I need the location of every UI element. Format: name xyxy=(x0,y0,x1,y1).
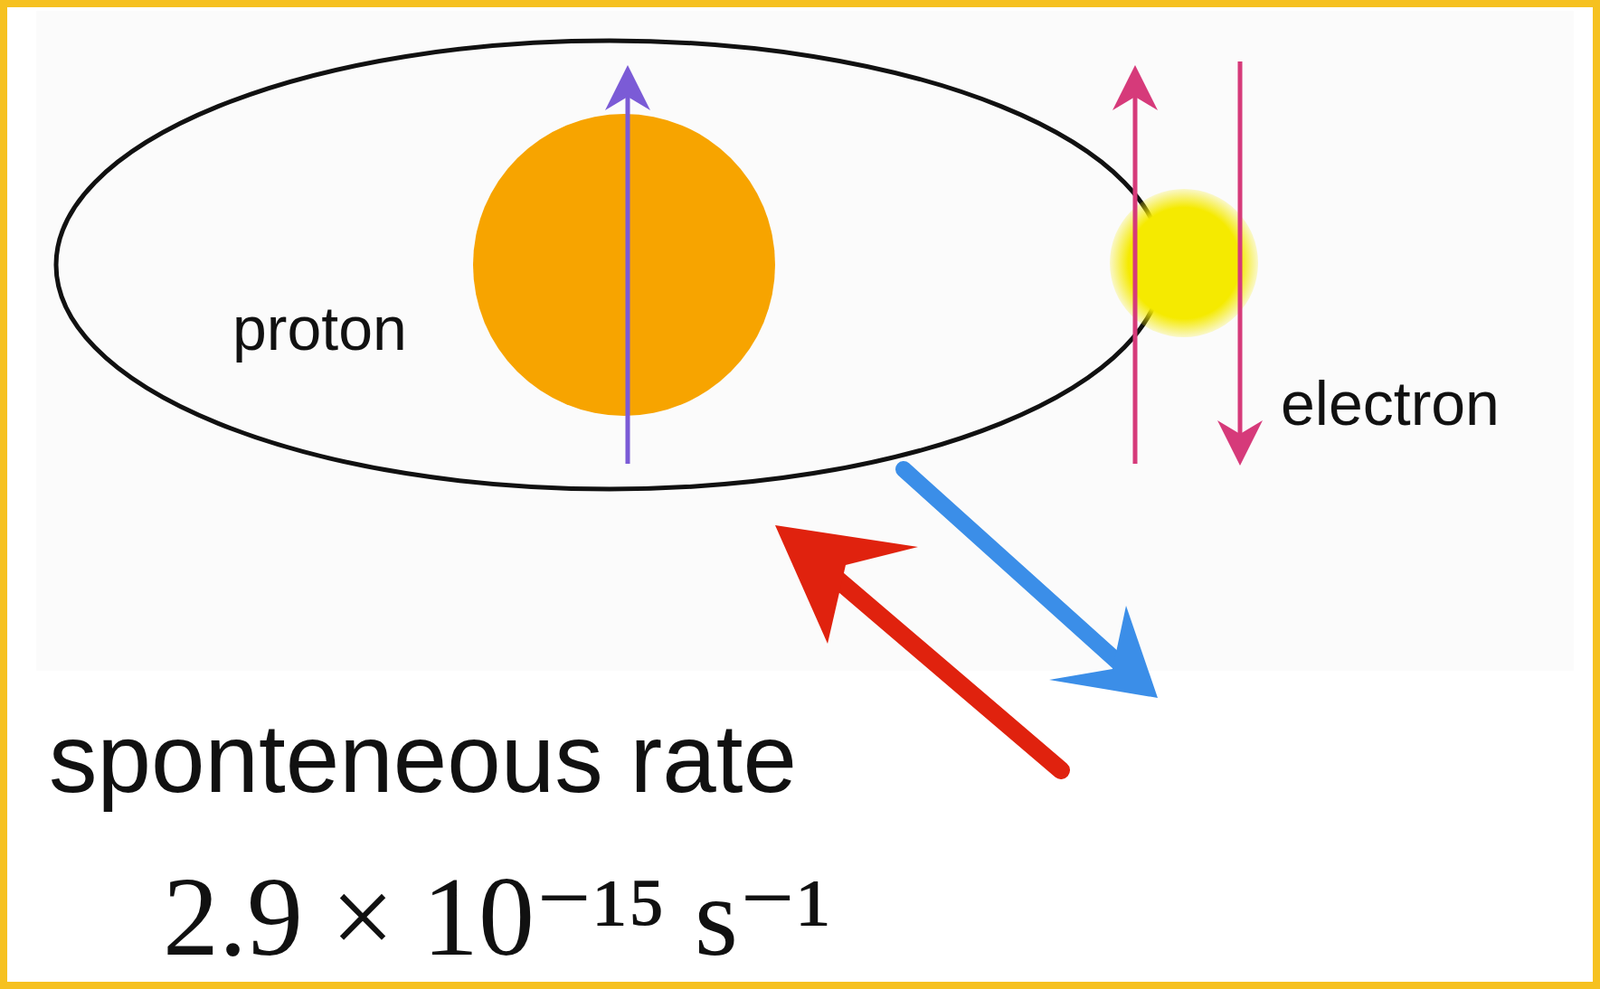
proton-sphere xyxy=(473,113,776,417)
rate-value: 2.9 × 10⁻¹⁵ s⁻¹ xyxy=(162,861,832,975)
absorption-arrow xyxy=(775,525,1061,771)
electron-spin-down-arrow xyxy=(1238,61,1243,457)
page-frame xyxy=(3,3,1597,986)
part-label: electron xyxy=(1280,372,1500,435)
heading-label: sponteneous rate xyxy=(48,710,797,808)
proton-spin-arrow xyxy=(625,74,631,464)
electron-spin-up-arrow xyxy=(1133,74,1138,464)
electron-sphere xyxy=(1109,189,1259,338)
part-label: proton xyxy=(232,297,408,360)
orbit-ellipse xyxy=(56,40,1164,490)
panel-ground xyxy=(36,10,1574,672)
